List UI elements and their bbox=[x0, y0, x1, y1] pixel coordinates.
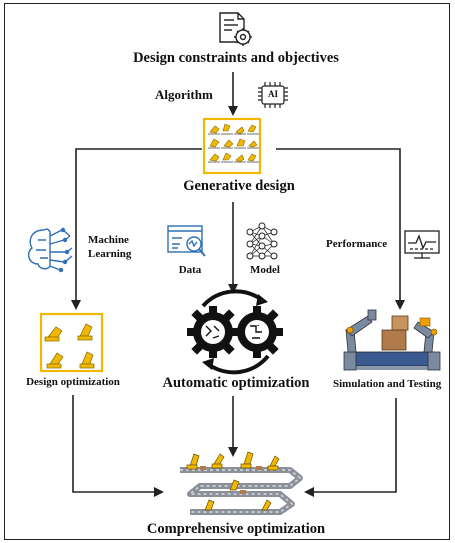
monitor-performance-icon bbox=[404, 230, 440, 259]
label-performance: Performance bbox=[326, 238, 388, 250]
ai-chip-text: AI bbox=[267, 89, 279, 99]
robot-arm-grid-icon bbox=[202, 117, 262, 175]
arrow-design-opt-to-comprehensive bbox=[72, 395, 164, 497]
node-automatic-optimization: Automatic optimization bbox=[162, 375, 310, 391]
arrow-generative-to-sim bbox=[276, 148, 405, 310]
label-learning: Learning bbox=[88, 248, 132, 260]
node-design-constraints: Design constraints and objectives bbox=[133, 50, 339, 66]
diagram-frame bbox=[4, 3, 450, 540]
label-data: Data bbox=[178, 264, 202, 276]
neural-network-icon bbox=[246, 222, 278, 260]
node-comprehensive-optimization: Comprehensive optimization bbox=[146, 521, 326, 537]
node-design-optimization: Design optimization bbox=[26, 376, 120, 388]
label-model: Model bbox=[250, 264, 280, 276]
arrow-sim-to-comprehensive bbox=[304, 398, 397, 497]
robot-grid-icon bbox=[39, 312, 104, 373]
brain-network-icon bbox=[27, 227, 73, 273]
document-gear-icon bbox=[219, 12, 252, 46]
ai-chip-icon bbox=[258, 82, 288, 108]
data-search-icon bbox=[167, 225, 206, 257]
node-generative-design: Generative design bbox=[183, 178, 295, 194]
arrow-generative-to-design-opt bbox=[71, 148, 202, 310]
gears-cycle-icon bbox=[187, 289, 283, 375]
node-simulation-testing: Simulation and Testing bbox=[333, 378, 442, 390]
robot-assembly-line-icon bbox=[343, 309, 441, 371]
label-machine: Machine bbox=[88, 234, 129, 246]
connector-lines bbox=[71, 72, 405, 497]
conveyor-line-icon bbox=[180, 451, 303, 515]
label-algorithm: Algorithm bbox=[155, 87, 213, 102]
